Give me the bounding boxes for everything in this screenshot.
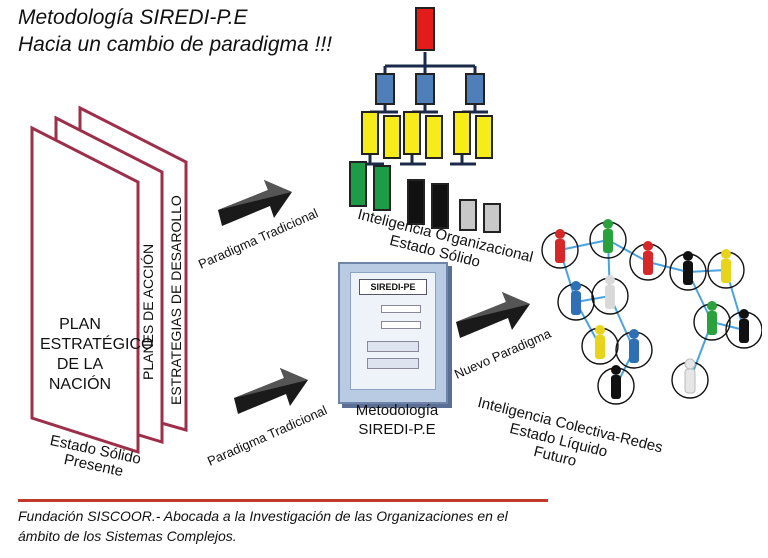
spine-middle-label: PLANES DE ACCIÓN — [140, 243, 156, 380]
software-login-panel: SIREDI-PE — [350, 272, 436, 390]
footer-line-1: Fundación SISCOOR.- Abocada a la Investi… — [18, 508, 508, 524]
arrow-top-icon — [218, 180, 292, 226]
front-book-label: PLAN ESTRATÉGICO DE LA NACIÓN — [40, 316, 154, 393]
software-window: SIREDI-PE — [338, 262, 448, 404]
title-line-1: Metodología SIREDI-P.E — [18, 6, 248, 29]
software-exit-button[interactable] — [367, 358, 419, 369]
spine-back-label: ESTRATEGIAS DE DESAROLLO — [168, 195, 184, 405]
footer-line-2: ámbito de los Sistemas Complejos. — [18, 528, 237, 544]
org-chart-diagram — [349, 7, 501, 233]
software-username-field[interactable] — [381, 305, 421, 313]
title-line-2: Hacia un cambio de paradigma !!! — [18, 33, 333, 56]
software-name-label: SIREDI-P.E — [358, 421, 436, 438]
front-book-text: PLAN ESTRATÉGICO DE LA NACIÓN — [40, 315, 154, 395]
software-enter-button[interactable] — [367, 341, 419, 352]
people-network-diagram — [541, 219, 762, 405]
footer-divider — [18, 499, 548, 502]
software-title-box: SIREDI-PE — [359, 279, 427, 295]
books-stack-illustration — [30, 105, 188, 455]
arrow-bottom-icon — [234, 368, 308, 414]
software-password-field[interactable] — [381, 321, 421, 329]
arrow-new-icon — [456, 292, 530, 338]
software-label: Metodología — [355, 402, 439, 419]
